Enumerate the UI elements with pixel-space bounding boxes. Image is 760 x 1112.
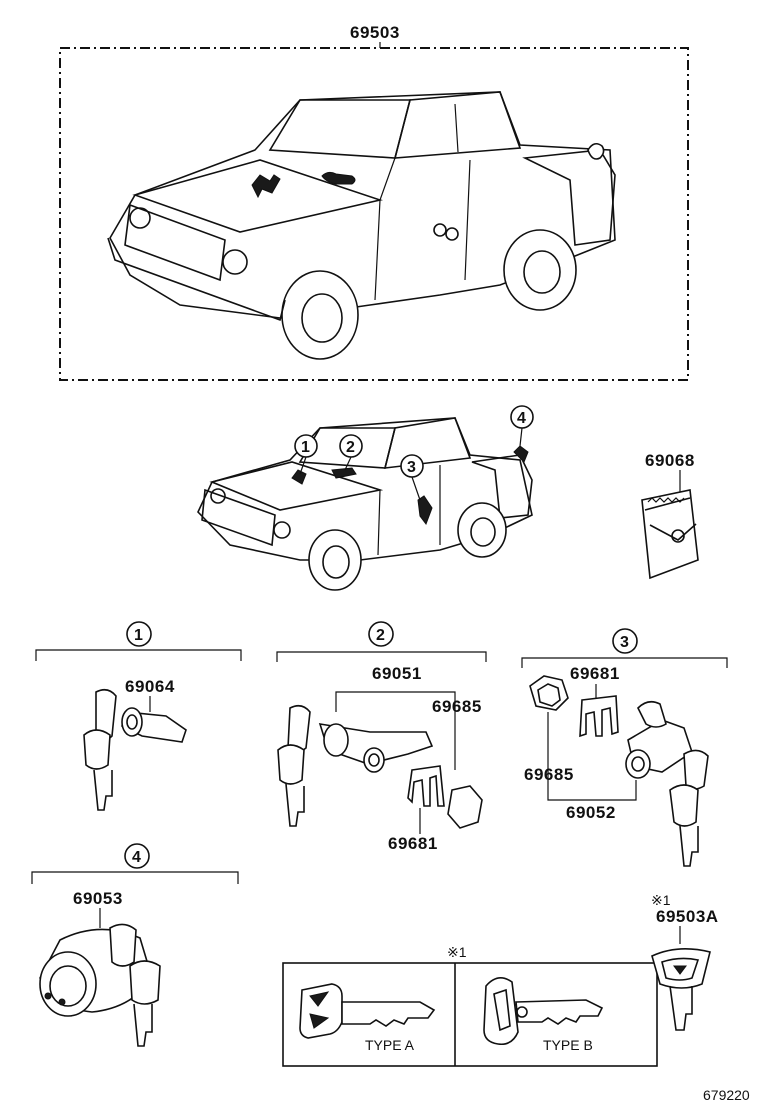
section-4-header: 4 [31,843,239,884]
vehicle-illustration-large [107,91,616,360]
callout-2-on-vehicle: 2 [339,434,363,471]
vehicle-illustration-callouts [197,417,533,591]
part-label-69685-left: 69685 [432,697,482,716]
pad-69685-right-illustration [529,675,569,711]
key-case-illustration [641,489,699,580]
svg-text:4: 4 [517,410,526,427]
set-boundary [59,47,689,381]
section-1-header: 1 [35,621,242,661]
callout-4-on-vehicle: 4 [510,405,534,447]
part-label-69064: 69064 [125,677,175,696]
part-label-69681-left: 69681 [388,834,438,853]
part-label-69068: 69068 [645,451,695,470]
key-blank-illustration [651,948,711,1031]
clip-69681-left-illustration [407,765,445,807]
svg-text:3: 3 [620,634,629,651]
key-types-box [282,962,658,1067]
part-label-69052: 69052 [566,803,616,822]
callout-3-on-vehicle: 3 [400,454,424,501]
callout-1-on-vehicle: 1 [294,434,318,475]
svg-text:2: 2 [376,627,385,644]
part-label-69503: 69503 [350,23,400,42]
svg-text:3: 3 [407,459,416,476]
part-label-69685-right: 69685 [524,765,574,784]
key-type-b-label: TYPE B [543,1037,593,1053]
figure-code: 679220 [703,1087,750,1103]
lock-cylinder-4-illustration [39,923,161,1047]
svg-text:1: 1 [134,627,143,644]
pad-69685-left-illustration [447,785,483,829]
part-label-69053: 69053 [73,889,123,908]
svg-text:4: 4 [132,849,141,866]
section-2-header: 2 [276,621,487,662]
lock-cylinder-1-illustration [83,688,187,811]
key-type-a-label: TYPE A [365,1037,415,1053]
section-3-header: 3 [521,628,728,668]
note-mark-key-types: ※1 [447,944,467,960]
part-label-69681-right: 69681 [570,664,620,683]
part-label-69051: 69051 [372,664,422,683]
svg-text:1: 1 [301,439,310,456]
clip-69681-right-illustration [579,695,619,738]
svg-text:2: 2 [346,439,355,456]
lock-cylinder-3-illustration [625,700,709,867]
lock-cylinder-2-illustration [277,704,434,827]
key-type-b-illustration [483,977,604,1046]
key-type-a-illustration [299,983,436,1039]
note-mark-key-blank: ※1 [651,892,671,908]
part-label-69503A: 69503A [656,907,719,926]
